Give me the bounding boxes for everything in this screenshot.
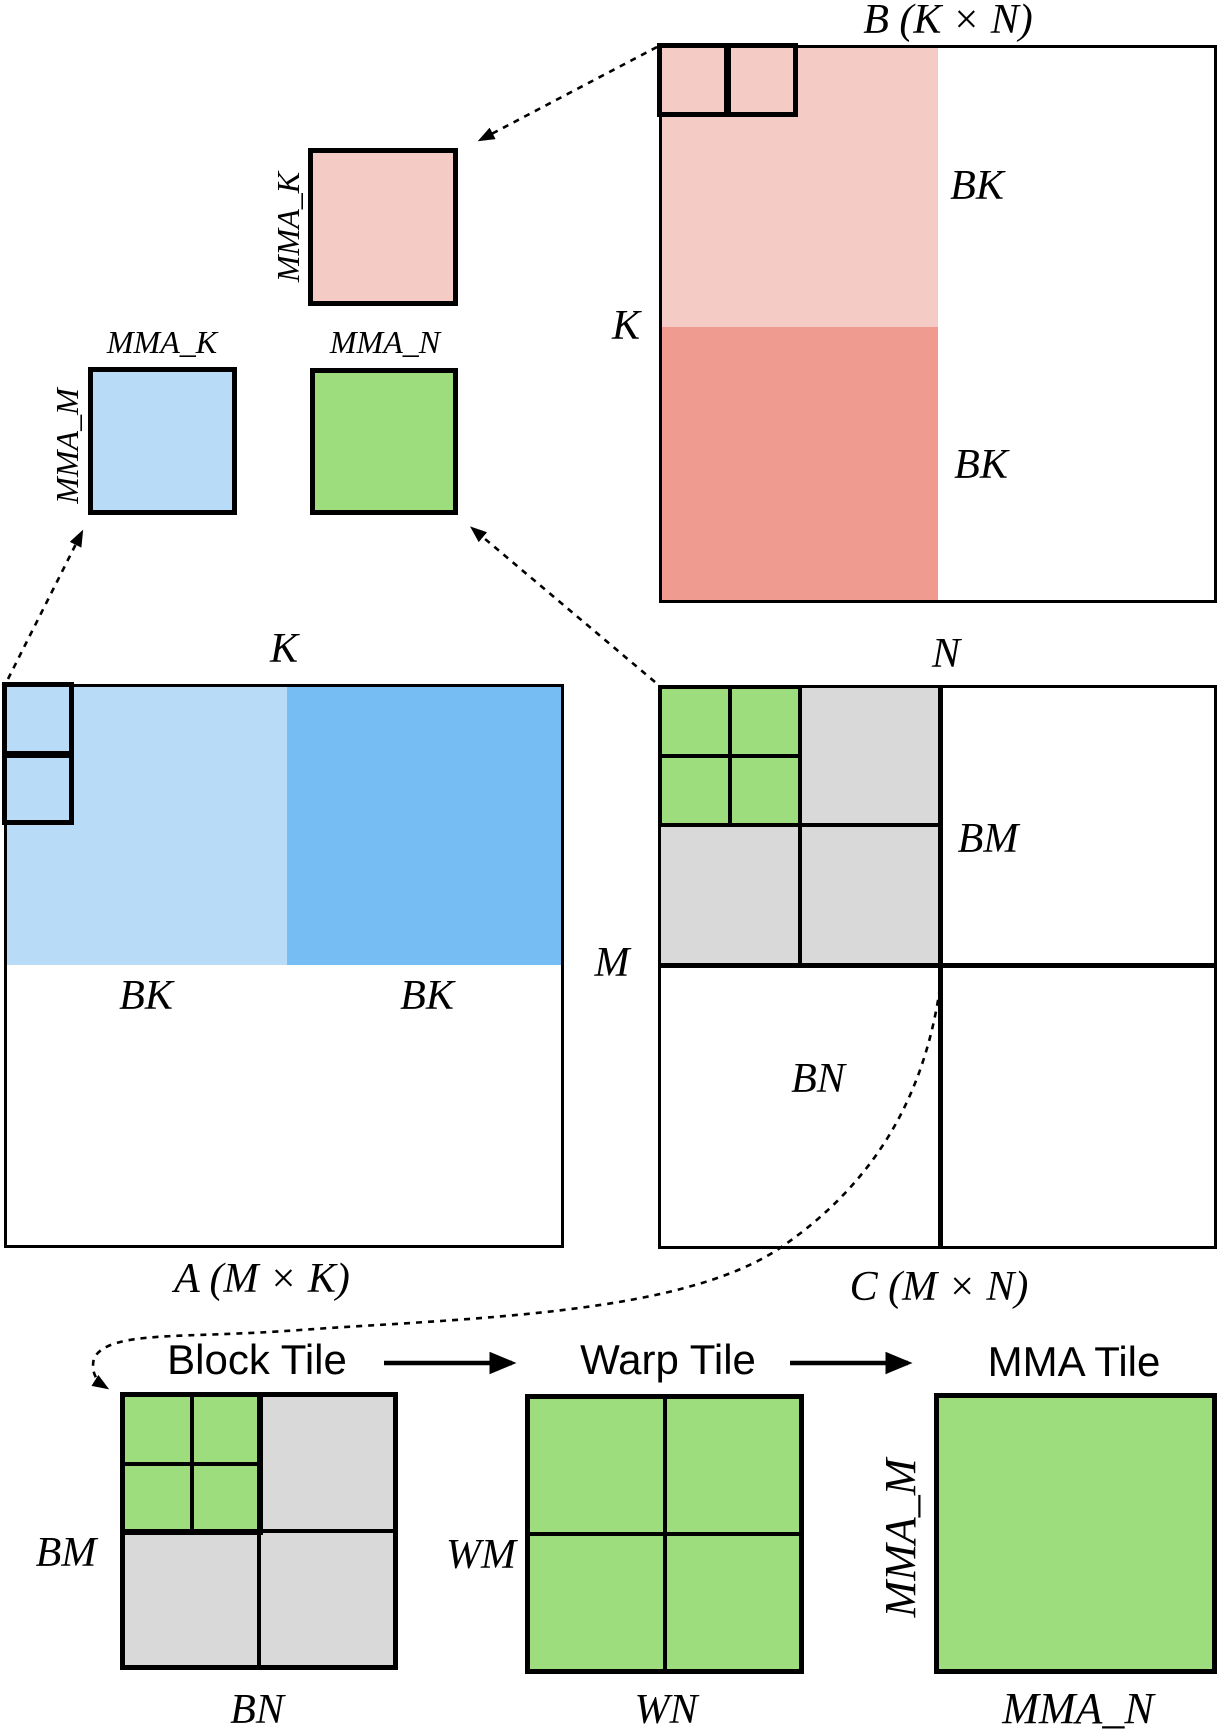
matrix-b-bk-top-label: BK [950, 163, 1004, 209]
c-fragment-square [310, 368, 458, 515]
block-tile-bm-label: BM [35, 1530, 97, 1576]
matrix-b-bk-bottom-region [659, 327, 938, 603]
mma-tile-mma-m-label: MMA_M [876, 1458, 925, 1618]
matrix-b-title: B (K × N) [863, 0, 1033, 43]
warp-tile-wn-label: WN [634, 1687, 698, 1730]
matrix-c-mma-cell [662, 689, 728, 754]
dashed-arrow-b-to-fragment [477, 45, 658, 142]
matrix-b-k-label: K [611, 303, 641, 349]
matrix-a-title: A (M × K) [174, 1256, 350, 1302]
matrix-c-mma-cell [732, 689, 798, 754]
matrix-a-bk-right-region [287, 684, 564, 965]
matrix-c-outline [658, 685, 1217, 1249]
b-fragment-square [308, 148, 458, 306]
matrix-c-mma-cell [732, 758, 798, 823]
warp-tile-wm-label: WM [446, 1532, 516, 1578]
a-fragment-square [88, 367, 237, 515]
matrix-b-bk-bottom-label: BK [954, 442, 1008, 488]
dashed-arrow-c-to-fragment [470, 526, 656, 683]
matrix-c-m-label: M [594, 940, 630, 986]
block-tile-mma-cell [193, 1396, 259, 1462]
matrix-c-bn-label: BN [791, 1056, 845, 1102]
matrix-c-warp-divider-h [658, 823, 941, 827]
block-tile-title: Block Tile [167, 1336, 347, 1383]
dashed-arrow-a-to-fragment [6, 529, 84, 680]
block-tile-divider-h [120, 1529, 398, 1533]
matrix-c-block-divider-h [658, 963, 1217, 968]
block-tile-outline [120, 1392, 398, 1670]
matrix-c-mma-cell [662, 758, 728, 823]
c-fragment-top-label: MMA_N [329, 324, 441, 360]
matrix-a-mma-fragment-2 [2, 753, 74, 825]
a-fragment-side-label: MMA_M [49, 388, 85, 504]
warp-tile-outline [525, 1394, 804, 1674]
matrix-c-green-mma-grid [658, 685, 802, 827]
block-tile-mma-cell [124, 1465, 190, 1531]
matrix-a-bk-right-label: BK [400, 973, 454, 1019]
mma-tile-mma-n-label: MMA_N [1002, 1684, 1154, 1730]
matrix-a-bk-left-label: BK [119, 973, 173, 1019]
warp-tile-divider-h [525, 1532, 804, 1536]
matrix-a-k-label: K [269, 626, 299, 672]
matrix-c-bm-label: BM [957, 816, 1019, 862]
matrix-a-mma-fragment-1 [2, 682, 74, 756]
block-tile-bn-label: BN [230, 1687, 284, 1730]
matrix-b-mma-fragment-2 [726, 43, 798, 117]
block-tile-mma-cell [124, 1396, 190, 1462]
matrix-c-title: C (M × N) [849, 1264, 1029, 1310]
warp-tile-title: Warp Tile [580, 1336, 756, 1383]
matrix-b-outline [659, 45, 1217, 603]
mma-tile-outline [934, 1393, 1217, 1674]
matrix-b-mma-fragment-1 [657, 43, 729, 117]
mma-tile-title: MMA Tile [987, 1338, 1161, 1385]
block-tile-green-grid [120, 1392, 263, 1535]
b-fragment-side-label: MMA_K [270, 171, 306, 283]
shared-n-label: N [931, 631, 961, 677]
block-tile-mma-cell [193, 1465, 259, 1531]
matrix-a-outline [4, 684, 564, 1248]
a-fragment-top-label: MMA_K [106, 324, 218, 360]
